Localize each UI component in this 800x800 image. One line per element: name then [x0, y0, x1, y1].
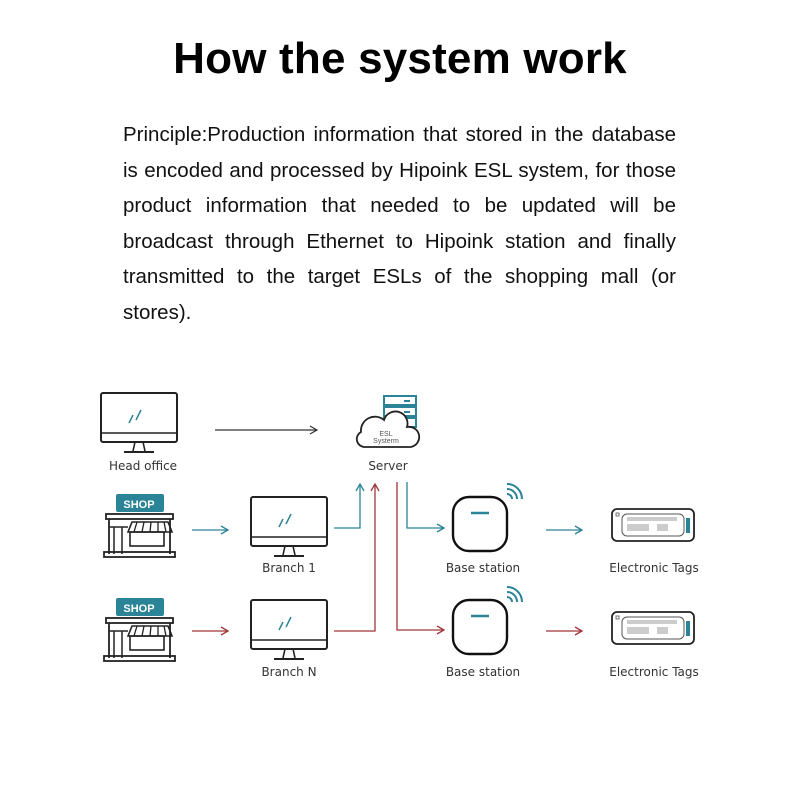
- cloud-text-system: Systerm: [373, 438, 399, 445]
- electronic-tags-2-node: Electronic Tags: [609, 611, 699, 679]
- esl-tag-icon: [611, 508, 695, 542]
- electronic-tags-1-node: Electronic Tags: [609, 508, 699, 575]
- access-point-icon: [451, 482, 524, 553]
- base-station-1-label: Base station: [446, 561, 520, 575]
- access-point-icon: [451, 585, 524, 656]
- server-node: ESL Systerm Server: [355, 395, 421, 473]
- branch-n-label: Branch N: [261, 665, 316, 679]
- shop-n-badge: SHOP: [123, 603, 154, 615]
- monitor-icon: [100, 392, 178, 453]
- page-title: How the system work: [173, 34, 627, 83]
- shop-n-node: SHOP: [103, 597, 176, 662]
- monitor-icon: [250, 599, 328, 660]
- cloud-text-esl: ESL: [379, 431, 392, 438]
- branch-1-node: Branch 1: [250, 496, 328, 575]
- cloud-server-icon: ESL Systerm: [355, 395, 421, 448]
- base-station-1-node: Base station: [446, 482, 524, 575]
- arrow-server-to-base-station-2: [396, 482, 446, 635]
- arrow-branch-1-to-server: [334, 482, 365, 529]
- branch-n-node: Branch N: [250, 599, 328, 679]
- arrow-server-to-base-station-1: [406, 482, 446, 533]
- esl-tag-icon: [611, 611, 695, 645]
- base-station-2-node: Base station: [446, 585, 524, 679]
- electronic-tags-2-label: Electronic Tags: [609, 665, 699, 679]
- head-office-node: Head office: [100, 392, 178, 473]
- monitor-icon: [250, 496, 328, 557]
- head-office-label: Head office: [109, 459, 177, 473]
- base-station-2-label: Base station: [446, 665, 520, 679]
- shop-1-node: SHOP: [103, 493, 176, 558]
- electronic-tags-1-label: Electronic Tags: [609, 561, 699, 575]
- principle-paragraph: Principle:Production information that st…: [123, 123, 676, 324]
- branch-1-label: Branch 1: [262, 561, 316, 575]
- server-label: Server: [368, 459, 407, 473]
- shop-1-badge: SHOP: [123, 499, 154, 511]
- arrow-branch-n-to-server: [334, 482, 380, 632]
